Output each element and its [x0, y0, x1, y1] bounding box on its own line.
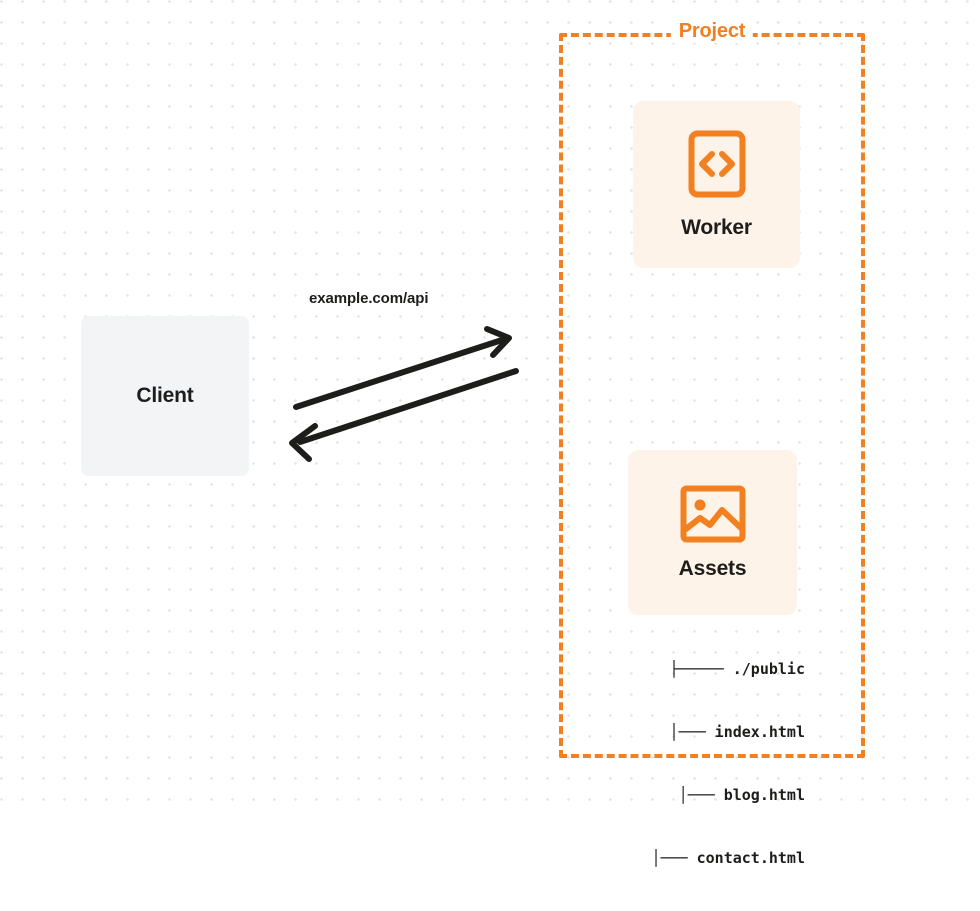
diagram-canvas: Client example.com/api Project Worker: [0, 0, 980, 867]
request-arrow: [293, 326, 512, 410]
asset-file-tree: ├───── ./public │─── index.html │─── blo…: [600, 617, 805, 911]
image-icon: [680, 485, 746, 543]
project-boundary: Project: [559, 20, 865, 758]
tree-row-text: │─── contact.html: [651, 849, 805, 867]
tree-row: │─── contact.html: [600, 848, 805, 869]
tree-row: │─── blog.html: [600, 785, 805, 806]
tree-row-text: ├───── ./public: [669, 660, 805, 678]
code-brackets-icon: [688, 130, 746, 198]
response-arrow: [289, 368, 519, 462]
worker-node: Worker: [633, 101, 800, 268]
tree-row-text: │─── blog.html: [678, 786, 805, 804]
worker-label: Worker: [681, 215, 752, 239]
client-label: Client: [136, 384, 194, 407]
tree-row: │─── index.html: [600, 722, 805, 743]
project-title: Project: [670, 20, 754, 43]
tree-row-text: │─── index.html: [669, 723, 805, 741]
assets-label: Assets: [678, 556, 747, 580]
assets-node: Assets: [628, 450, 797, 615]
tree-row: ├───── ./public: [600, 659, 805, 680]
client-node: Client: [81, 316, 249, 476]
connection-label: example.com/api: [309, 290, 429, 307]
